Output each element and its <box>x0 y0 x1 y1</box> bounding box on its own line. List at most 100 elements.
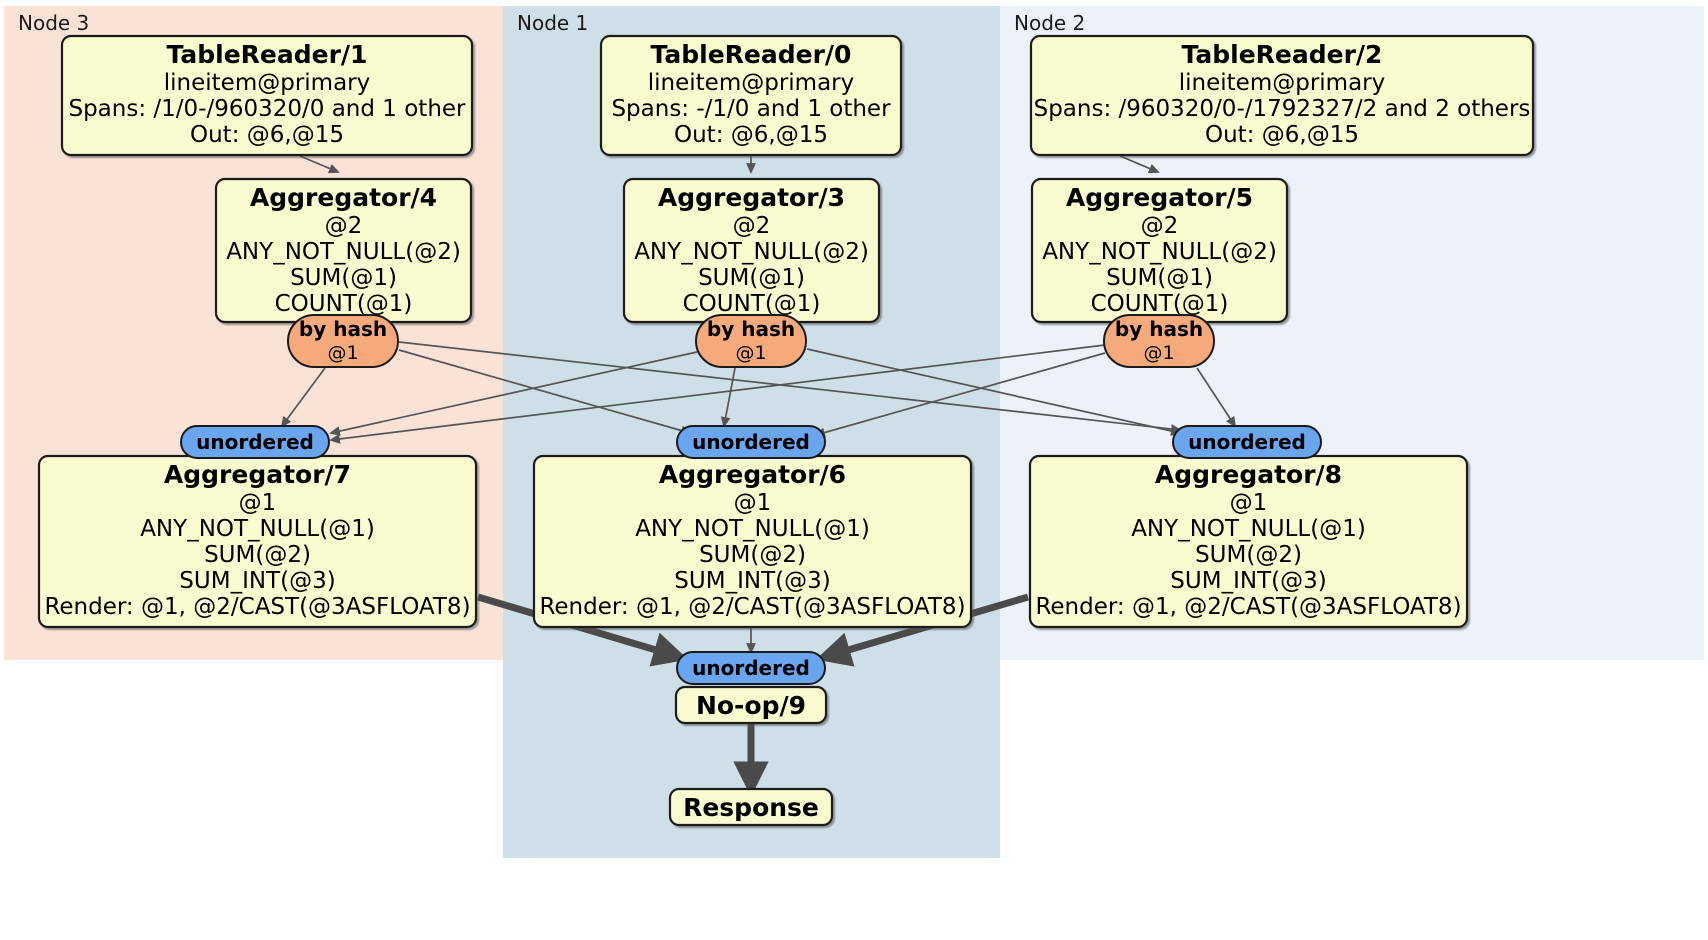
badge-hash-5[interactable]: by hash@1 <box>1103 314 1215 368</box>
badge-title: unordered <box>692 656 810 680</box>
badge-background <box>180 425 330 459</box>
processor-title: Response <box>683 793 819 822</box>
badge-subtitle: @1 <box>735 342 766 364</box>
edge-h5-u6 <box>814 352 1106 438</box>
processor-title: TableReader/2 <box>1182 40 1383 69</box>
processor-detail-line: Out: @6,@15 <box>674 122 828 148</box>
processor-title: Aggregator/3 <box>658 183 845 212</box>
edge-h5-u8 <box>1196 367 1237 428</box>
edge-tr1-agg4 <box>299 155 340 174</box>
processor-aggregator-5[interactable]: Aggregator/5@2ANY_NOT_NULL(@2)SUM(@1)COU… <box>1030 177 1289 324</box>
processor-response[interactable]: Response <box>668 787 834 827</box>
processor-noop-9[interactable]: No-op/9 <box>674 685 828 725</box>
badge-background <box>1172 425 1322 459</box>
processor-detail-line: @2 <box>733 213 771 239</box>
processor-detail-line: ANY_NOT_NULL(@1) <box>635 516 870 542</box>
processor-detail-line: Spans: /1/0-/960320/0 and 1 other <box>68 96 466 122</box>
badge-title: by hash <box>1115 317 1203 341</box>
badge-subtitle: @1 <box>327 342 358 364</box>
processor-detail-line: SUM(@2) <box>204 542 311 568</box>
processor-detail-line: lineitem@primary <box>164 70 370 96</box>
badge-background <box>695 314 807 368</box>
processor-detail-line: @2 <box>1141 213 1179 239</box>
processor-detail-line: SUM(@2) <box>699 542 806 568</box>
processor-detail-line: ANY_NOT_NULL(@1) <box>140 516 375 542</box>
processor-title: No-op/9 <box>696 691 806 720</box>
edge-h5-u7 <box>329 344 1106 444</box>
badge-unordered-7[interactable]: unordered <box>180 425 330 459</box>
edge-h4-u7 <box>280 367 326 428</box>
badge-title: by hash <box>707 317 795 341</box>
panel-label: Node 1 <box>517 11 588 35</box>
badge-background <box>676 425 826 459</box>
processor-aggregator-3[interactable]: Aggregator/3@2ANY_NOT_NULL(@2)SUM(@1)COU… <box>622 177 881 324</box>
processor-detail-line: @2 <box>325 213 363 239</box>
processor-detail-line: Spans: -/1/0 and 1 other <box>611 96 891 122</box>
processor-detail-line: Out: @6,@15 <box>1205 122 1359 148</box>
processor-aggregator-7[interactable]: Aggregator/7@1ANY_NOT_NULL(@1)SUM(@2)SUM… <box>37 454 478 629</box>
processor-box-background <box>668 787 834 827</box>
panel-label: Node 2 <box>1014 11 1085 35</box>
badge-unordered-8[interactable]: unordered <box>1172 425 1322 459</box>
badge-subtitle: @1 <box>1143 342 1174 364</box>
badge-hash-3[interactable]: by hash@1 <box>695 314 807 368</box>
processor-title: TableReader/0 <box>651 40 852 69</box>
processor-box-background <box>1029 34 1535 157</box>
badge-background <box>676 651 826 685</box>
processor-detail-line: COUNT(@1) <box>683 291 821 317</box>
badge-title: unordered <box>196 430 314 454</box>
processor-detail-line: @1 <box>734 490 772 516</box>
processor-aggregator-6[interactable]: Aggregator/6@1ANY_NOT_NULL(@1)SUM(@2)SUM… <box>532 454 973 629</box>
processor-aggregator-8[interactable]: Aggregator/8@1ANY_NOT_NULL(@1)SUM(@2)SUM… <box>1028 454 1469 629</box>
processor-detail-line: Render: @1, @2/CAST(@3ASFLOAT8) <box>44 594 470 620</box>
processor-detail-line: SUM(@1) <box>698 265 805 291</box>
processor-detail-line: @1 <box>1230 490 1268 516</box>
processor-detail-line: SUM_INT(@3) <box>179 568 335 594</box>
badge-title: unordered <box>1188 430 1306 454</box>
badge-hash-4[interactable]: by hash@1 <box>287 314 399 368</box>
edge-h4-u6 <box>398 349 692 436</box>
processor-detail-line: Out: @6,@15 <box>190 122 344 148</box>
badge-unordered-9[interactable]: unordered <box>676 651 826 685</box>
processor-detail-line: Render: @1, @2/CAST(@3ASFLOAT8) <box>1035 594 1461 620</box>
processor-title: Aggregator/7 <box>164 460 351 489</box>
processor-detail-line: ANY_NOT_NULL(@2) <box>1042 239 1277 265</box>
processor-box-background <box>60 34 474 157</box>
processor-detail-line: ANY_NOT_NULL(@1) <box>1131 516 1366 542</box>
badge-background <box>1103 314 1215 368</box>
badge-unordered-6[interactable]: unordered <box>676 425 826 459</box>
processor-detail-line: ANY_NOT_NULL(@2) <box>226 239 461 265</box>
processor-detail-line: @1 <box>239 490 277 516</box>
processor-detail-line: SUM(@2) <box>1195 542 1302 568</box>
processor-detail-line: COUNT(@1) <box>275 291 413 317</box>
processor-detail-line: SUM_INT(@3) <box>674 568 830 594</box>
edge-h3-u6 <box>720 367 736 428</box>
edge-h4-u8 <box>398 341 1182 434</box>
processor-detail-line: Render: @1, @2/CAST(@3ASFLOAT8) <box>539 594 965 620</box>
processor-detail-line: ANY_NOT_NULL(@2) <box>634 239 869 265</box>
edge-h3-u8 <box>806 348 1182 436</box>
processor-box-background <box>674 685 828 725</box>
badge-title: unordered <box>692 430 810 454</box>
processor-detail-line: lineitem@primary <box>648 70 854 96</box>
processor-aggregator-4[interactable]: Aggregator/4@2ANY_NOT_NULL(@2)SUM(@1)COU… <box>214 177 473 324</box>
processor-box-background <box>599 34 903 157</box>
panel-label: Node 3 <box>18 11 89 35</box>
processor-title: TableReader/1 <box>167 40 368 69</box>
badge-background <box>287 314 399 368</box>
processor-title: Aggregator/6 <box>659 460 846 489</box>
processor-title: Aggregator/4 <box>250 183 437 212</box>
processor-title: Aggregator/8 <box>1155 460 1342 489</box>
processor-title: Aggregator/5 <box>1066 183 1253 212</box>
processor-detail-line: lineitem@primary <box>1179 70 1385 96</box>
processor-detail-line: SUM(@1) <box>1106 265 1213 291</box>
processor-detail-line: SUM(@1) <box>290 265 397 291</box>
edge-h3-u7 <box>329 351 698 436</box>
